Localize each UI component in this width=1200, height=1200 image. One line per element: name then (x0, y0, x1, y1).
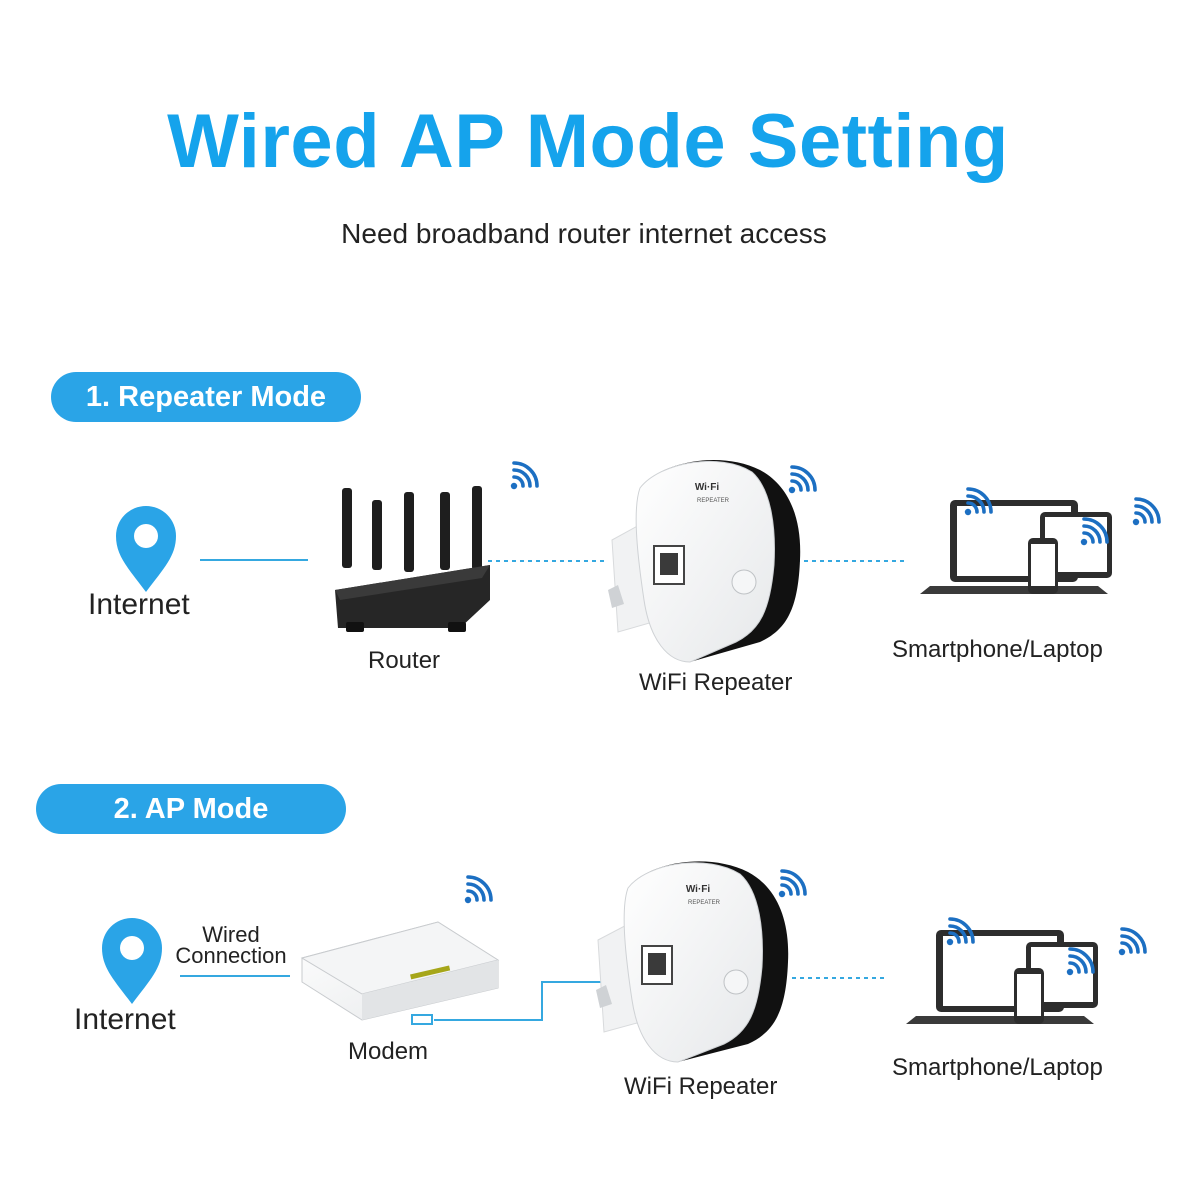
repeater-model-text: REPEATER (697, 498, 730, 504)
devices-label: Smartphone/Laptop (892, 1054, 1103, 1081)
repeater-mode-badge: 1. Repeater Mode (51, 372, 361, 422)
wifi-signal-icon (776, 869, 807, 900)
page-subtitle: Need broadband router internet access (341, 218, 827, 249)
repeater-brand-text: Wi·Fi (686, 884, 711, 895)
wifi-signal-icon (508, 461, 539, 492)
devices-label: Smartphone/Laptop (892, 636, 1103, 663)
wired-connection-label: Wired Connection (166, 922, 296, 968)
repeater-model-text: REPEATER (688, 900, 721, 906)
location-pin-icon (116, 506, 176, 592)
repeater-label: WiFi Repeater (639, 669, 793, 696)
laptop-icon (906, 930, 1098, 1024)
wifi-signal-icon (1117, 927, 1147, 958)
wired-connection-line2: Connection (175, 943, 287, 968)
wifi-signal-icon (1131, 497, 1161, 528)
wifi-signal-icon (462, 875, 493, 906)
internet-label: Internet (88, 588, 190, 621)
modem-icon (300, 921, 500, 1021)
repeater-label: WiFi Repeater (624, 1073, 778, 1100)
wifi-repeater-icon (596, 861, 789, 1063)
modem-label: Modem (348, 1038, 429, 1065)
page-title: Wired AP Mode Setting (167, 99, 1009, 184)
laptop-icon (920, 500, 1112, 594)
modem-port (411, 1014, 433, 1025)
router-label: Router (368, 647, 441, 674)
internet-label: Internet (74, 1003, 176, 1036)
repeater-brand-text: Wi·Fi (695, 482, 720, 493)
wifi-signal-icon (786, 465, 817, 496)
router-icon (335, 486, 490, 632)
wired-connection-line1: Wired (202, 922, 260, 947)
wifi-repeater-icon (608, 459, 801, 663)
ap-mode-badge: 2. AP Mode (36, 784, 346, 834)
location-pin-icon (102, 918, 162, 1004)
